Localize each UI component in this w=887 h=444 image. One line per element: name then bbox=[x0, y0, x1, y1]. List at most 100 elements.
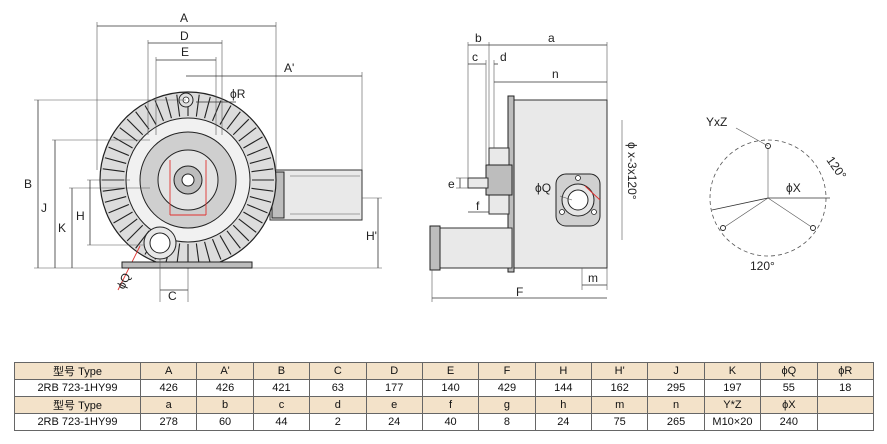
fin bbox=[219, 235, 232, 255]
table-cell: 177 bbox=[365, 379, 423, 397]
table-cell: 426 bbox=[196, 379, 254, 397]
dim-bolt-pattern: ϕ x-3x120° bbox=[625, 142, 639, 200]
fin bbox=[238, 218, 257, 233]
table-cell: 278 bbox=[139, 413, 198, 431]
table-cell: 240 bbox=[760, 413, 818, 431]
table-cell: h bbox=[534, 396, 593, 414]
fin bbox=[126, 224, 144, 242]
table-cell: 265 bbox=[647, 413, 705, 431]
table-cell: 63 bbox=[309, 379, 367, 397]
row-label-cell: 型号 Type bbox=[14, 396, 141, 414]
fin bbox=[144, 105, 157, 125]
table-cell: 421 bbox=[252, 379, 311, 397]
dim-e: e bbox=[448, 177, 455, 191]
table-cell: 295 bbox=[647, 379, 705, 397]
fin bbox=[243, 211, 263, 224]
row-label-cell: 2RB 723-1HY99 bbox=[14, 379, 141, 397]
fin bbox=[119, 218, 138, 233]
table-cell: 140 bbox=[421, 379, 480, 397]
fin bbox=[176, 94, 181, 117]
table-cell: d bbox=[309, 396, 367, 414]
dim-b: b bbox=[475, 31, 482, 45]
table-cell: e bbox=[365, 396, 423, 414]
fin bbox=[104, 157, 127, 164]
fin bbox=[119, 127, 138, 142]
table-cell: 8 bbox=[478, 413, 536, 431]
fin bbox=[113, 136, 133, 149]
fin bbox=[243, 136, 263, 149]
table-cell: 18 bbox=[816, 379, 874, 397]
table-cell: 162 bbox=[590, 379, 649, 397]
table-cell: m bbox=[590, 396, 649, 414]
dim-c: c bbox=[472, 50, 478, 64]
table-cell: g bbox=[478, 396, 536, 414]
table-cell: b bbox=[196, 396, 254, 414]
fin bbox=[108, 203, 130, 214]
table-cell: 426 bbox=[139, 379, 198, 397]
fin bbox=[204, 241, 211, 264]
fin bbox=[232, 118, 250, 136]
motor-body bbox=[269, 169, 363, 221]
label-angle-top: 120° bbox=[824, 154, 850, 183]
table-cell: Y*Z bbox=[703, 396, 762, 414]
fin bbox=[249, 196, 272, 203]
table-cell: c bbox=[252, 396, 311, 414]
table-cell: C bbox=[309, 362, 367, 380]
dim-C: C bbox=[168, 289, 177, 303]
fin bbox=[232, 224, 250, 242]
dim-J: J bbox=[41, 201, 47, 215]
fin bbox=[226, 111, 241, 130]
fin bbox=[251, 168, 274, 173]
table-cell: A' bbox=[196, 362, 254, 380]
table-cell: M10×20 bbox=[703, 413, 762, 431]
table-cell: 75 bbox=[590, 413, 649, 431]
table-cell: B bbox=[252, 362, 311, 380]
technical-drawing: A D E A' ϕR B J K H H' C bbox=[24, 11, 849, 303]
table-cell bbox=[816, 396, 874, 414]
flange-view: YxZ ϕX 120° 120° bbox=[706, 115, 849, 273]
row-label-cell: 型号 Type bbox=[14, 362, 141, 380]
side-view: b a c d n e f ϕQ m F ϕ x-3x120° bbox=[429, 31, 639, 302]
dim-n: n bbox=[552, 67, 559, 81]
fin bbox=[204, 96, 211, 119]
dim-phiQ-side: ϕQ bbox=[535, 181, 551, 195]
table-cell: ϕR bbox=[816, 362, 874, 380]
cooling-fins bbox=[102, 94, 274, 266]
side-motor bbox=[431, 227, 513, 269]
front-view: A D E A' ϕR B J K H H' C bbox=[24, 11, 382, 303]
fin bbox=[226, 230, 241, 249]
table-cell: 60 bbox=[196, 413, 254, 431]
table-cell: J bbox=[647, 362, 705, 380]
table-cell: A bbox=[139, 362, 198, 380]
dim-f: f bbox=[476, 199, 480, 213]
fin bbox=[211, 100, 222, 122]
table-cell bbox=[816, 413, 874, 431]
fin bbox=[126, 118, 144, 136]
table-cell: f bbox=[421, 396, 480, 414]
dim-H-prime: H' bbox=[366, 229, 377, 243]
fin bbox=[102, 187, 125, 192]
fin bbox=[249, 157, 272, 164]
dim-D: D bbox=[180, 29, 189, 43]
fin bbox=[246, 146, 268, 157]
dim-phiQ-front: ϕQ bbox=[114, 271, 133, 291]
fin bbox=[238, 127, 257, 142]
dim-phiR: ϕR bbox=[230, 87, 246, 101]
fin bbox=[113, 211, 133, 224]
table-cell: 197 bbox=[703, 379, 762, 397]
label-yxz: YxZ bbox=[706, 115, 727, 129]
fin bbox=[102, 168, 125, 173]
table-cell: E bbox=[421, 362, 480, 380]
table-cell: 144 bbox=[534, 379, 593, 397]
table-cell: a bbox=[139, 396, 198, 414]
table-cell: 429 bbox=[478, 379, 536, 397]
dim-A-prime: A' bbox=[284, 61, 294, 75]
table-cell: 2 bbox=[309, 413, 367, 431]
fin bbox=[211, 238, 222, 260]
row-label-cell: 2RB 723-1HY99 bbox=[14, 413, 141, 431]
table-cell: ϕQ bbox=[760, 362, 818, 380]
